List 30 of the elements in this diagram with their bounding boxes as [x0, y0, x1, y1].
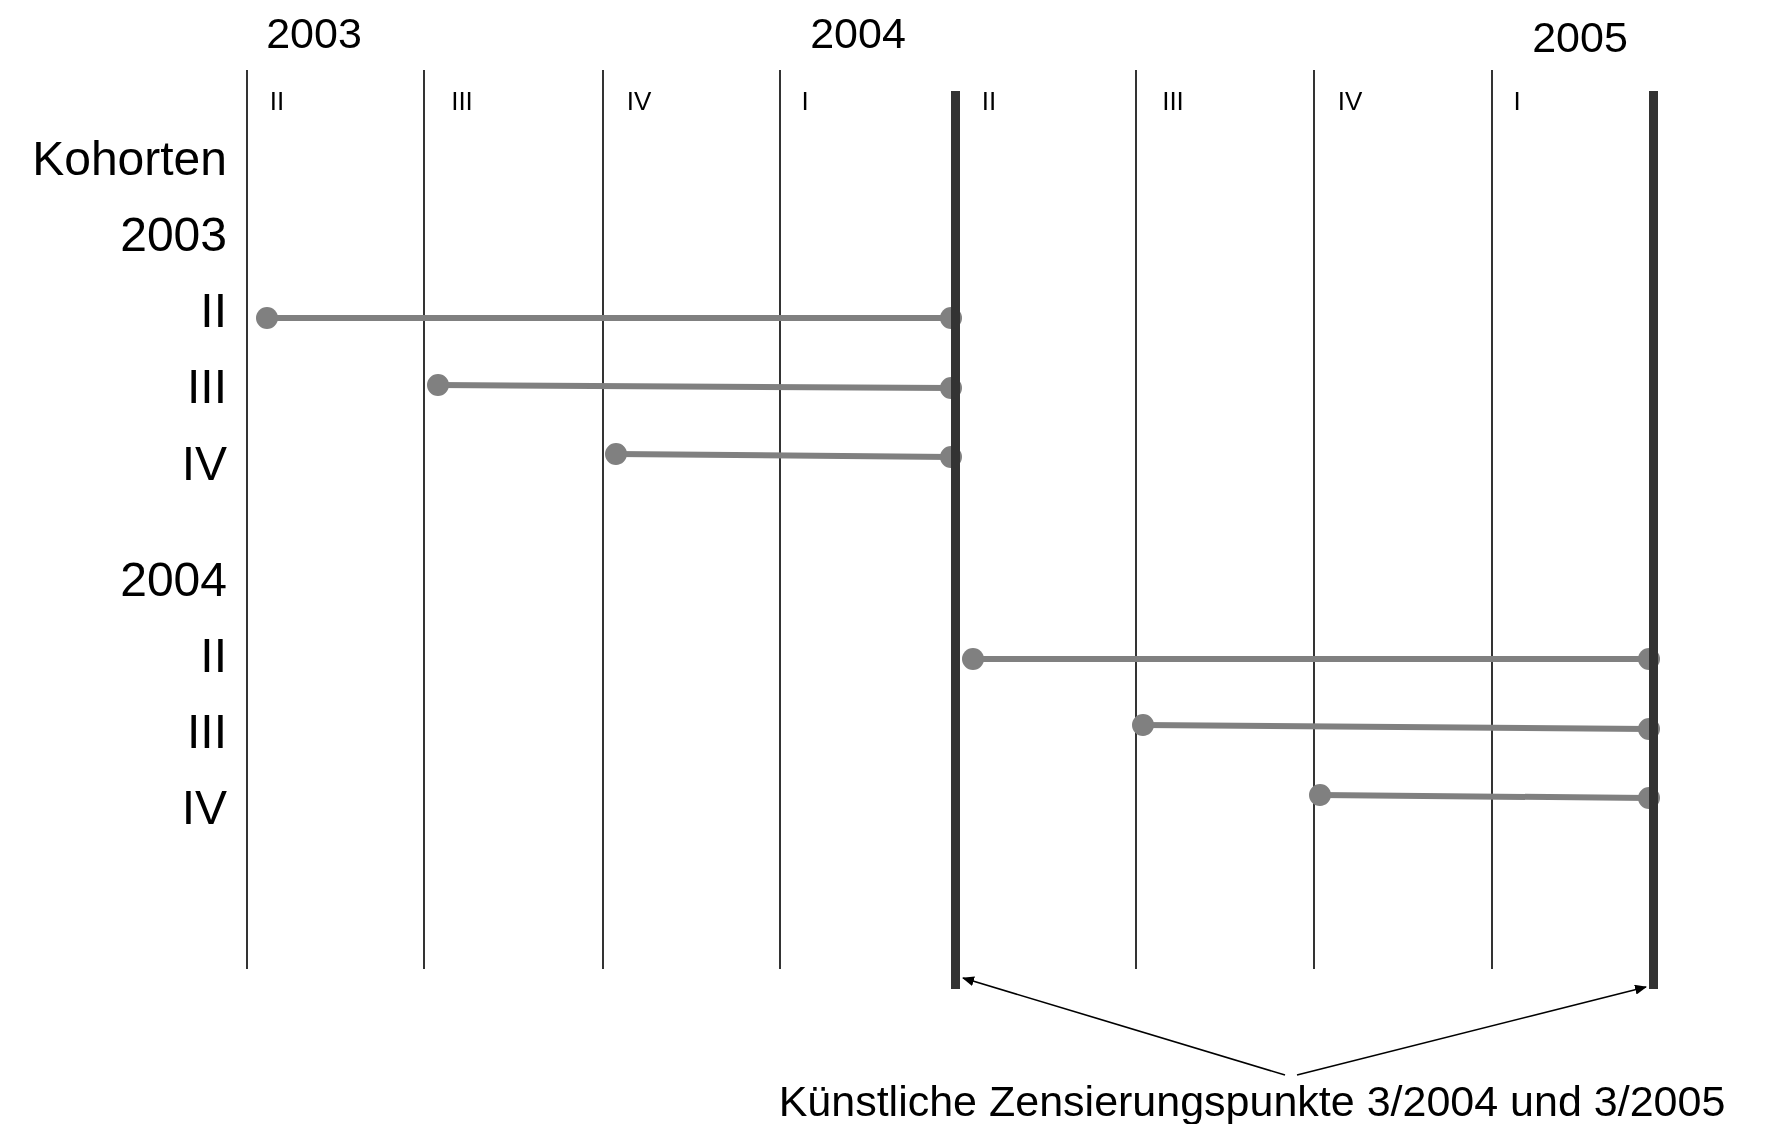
cohort-quarter-label: III [187, 708, 227, 756]
quarter-label: II [269, 88, 285, 114]
cohort-quarter-label: III [187, 363, 227, 411]
year-label: 2004 [810, 12, 906, 55]
censoring-bar [1649, 91, 1658, 989]
cohort-year-label: 2004 [120, 556, 227, 604]
quarter-label: II [981, 88, 997, 114]
quarter-label: IV [626, 88, 652, 114]
cohort-line [427, 374, 962, 399]
quarter-label: I [801, 88, 809, 114]
quarter-label: III [451, 88, 473, 114]
cohort-line [1132, 714, 1660, 740]
cohort-year-label: 2003 [120, 211, 227, 259]
leader-arrow [962, 976, 1286, 1076]
leader-arrow [1296, 984, 1647, 1076]
year-label: 2003 [266, 12, 362, 55]
quarter-label: I [1513, 88, 1521, 114]
cohort-line [605, 443, 962, 468]
cohort-line [962, 648, 1660, 670]
cohort-quarter-label: II [200, 632, 227, 680]
cohort-line [256, 307, 962, 329]
cohort-quarter-label: IV [181, 440, 227, 488]
row-heading: Kohorten [32, 135, 227, 183]
cohort-quarter-label: IV [181, 784, 227, 832]
quarter-label: IV [1337, 88, 1363, 114]
quarter-label: III [1162, 88, 1184, 114]
censoring-bar [951, 91, 960, 989]
cohort-line [1309, 784, 1660, 809]
cohort-quarter-label: II [200, 287, 227, 335]
year-label: 2005 [1532, 16, 1628, 59]
